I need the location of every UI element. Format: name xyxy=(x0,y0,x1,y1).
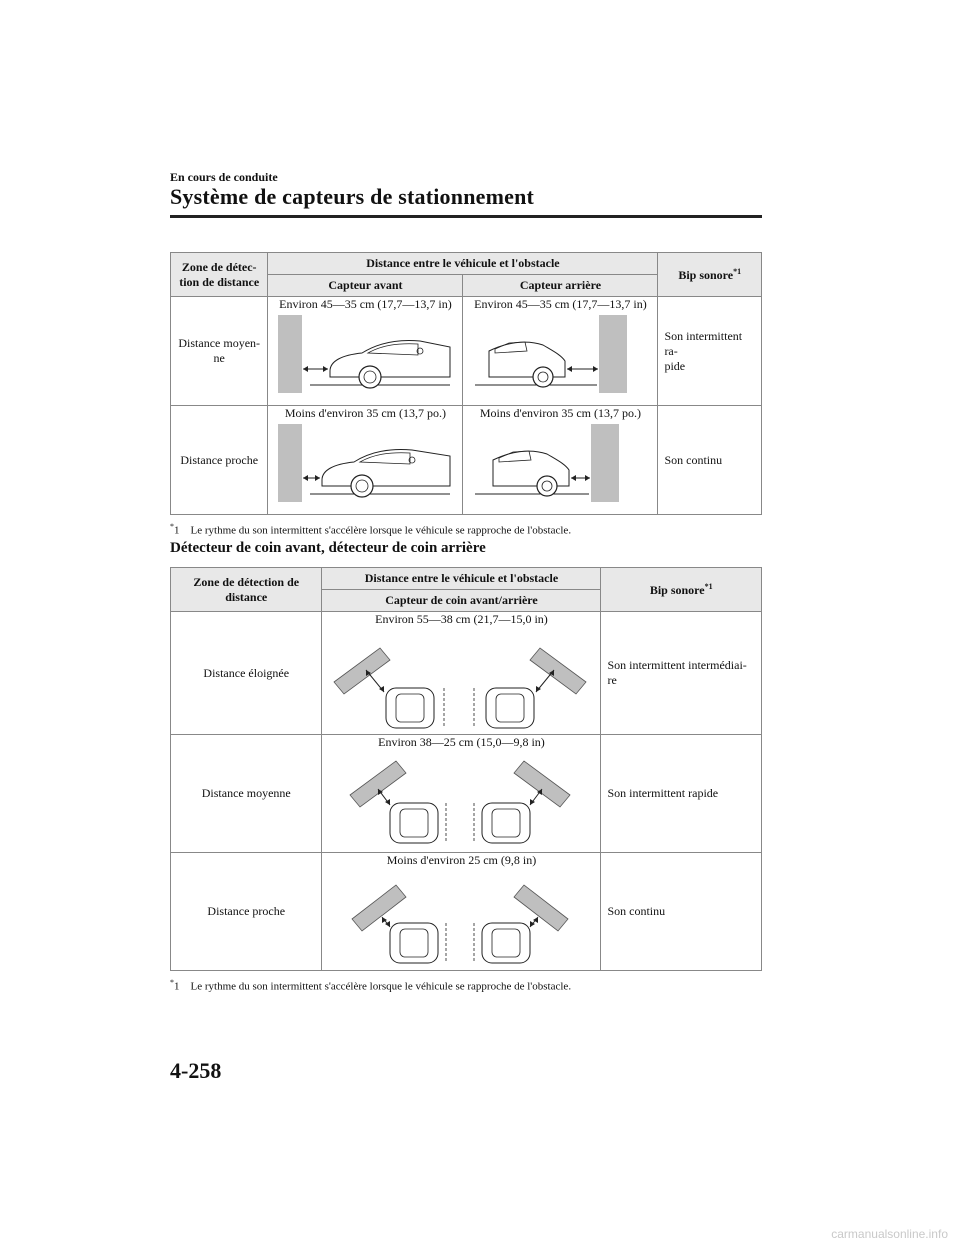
beep-header-label: Bip sonore xyxy=(678,267,734,282)
zone-cell: Distance éloignée xyxy=(169,611,323,735)
zone-header: Zone de détec- tion de distance xyxy=(169,252,269,297)
front-sensor-header: Capteur avant xyxy=(267,274,464,297)
zone-cell: Distance proche xyxy=(169,852,323,971)
range-caption: Environ 55―38 cm (21,7―15,0 in) xyxy=(375,612,548,626)
watermark: carmanualsonline.info xyxy=(831,1227,948,1241)
beep-cell: Son continu xyxy=(600,852,762,971)
table-row: Distance éloignée Environ 55―38 cm (21,7… xyxy=(169,611,762,735)
beep-cell: Son intermittent rapide xyxy=(600,734,762,853)
corner-sensor-cars-icon xyxy=(349,760,572,844)
beep-header: Bip sonore*1 xyxy=(657,252,762,297)
corner-sensor-cars-icon xyxy=(351,884,570,964)
footnote-text: 1 Le rythme du son intermittent s'accélè… xyxy=(174,980,572,993)
range-caption: Environ 38―25 cm (15,0―9,8 in) xyxy=(378,735,545,749)
page-number: 4-258 xyxy=(170,1058,222,1083)
range-caption: Moins d'environ 35 cm (13,7 po.) xyxy=(284,406,447,420)
beep-header: Bip sonore*1 xyxy=(600,567,762,612)
range-caption: Moins d'environ 35 cm (13,7 po.) xyxy=(479,406,642,420)
beep-footnote-ref: *1 xyxy=(704,581,713,591)
footnote: *1 Le rythme du son intermittent s'accél… xyxy=(170,978,571,993)
section-subheading: Détecteur de coin avant, détecteur de co… xyxy=(170,540,486,556)
zone-cell: Distance moyenne xyxy=(169,734,323,853)
range-caption: Environ 45―35 cm (17,7―13,7 in) xyxy=(474,297,647,311)
corner-sensor-header: Capteur de coin avant/arrière xyxy=(321,589,602,612)
range-caption: Moins d'environ 25 cm (9,8 in) xyxy=(386,853,537,867)
footnote-mark: * xyxy=(170,522,174,531)
page-title: Système de capteurs de stationnement xyxy=(170,184,535,209)
rear-sensor-car-icon xyxy=(475,424,620,502)
distance-header: Distance entre le véhicule et l'obstacle xyxy=(321,567,602,590)
sensor-distance-table: Zone de détec- tion de distance Distance… xyxy=(169,252,762,515)
beep-footnote-ref: *1 xyxy=(733,266,742,276)
table-row: Distance moyen- ne Environ 45―35 cm (17,… xyxy=(169,296,762,406)
front-sensor-car-icon xyxy=(278,315,451,393)
corner-sensor-cars-icon xyxy=(333,647,588,729)
corner-sensor-table: Zone de détection de distance Distance e… xyxy=(169,567,762,971)
footnote-mark: * xyxy=(170,978,174,987)
distance-header: Distance entre le véhicule et l'obstacle xyxy=(267,252,659,275)
beep-cell: Son intermittent ra- pide xyxy=(657,296,762,406)
beep-header-label: Bip sonore xyxy=(649,582,705,597)
zone-cell: Distance proche xyxy=(169,405,269,515)
beep-cell: Son continu xyxy=(657,405,762,515)
front-sensor-car-icon xyxy=(278,424,451,502)
zone-cell: Distance moyen- ne xyxy=(169,296,269,406)
footnote-text: 1 Le rythme du son intermittent s'accélè… xyxy=(174,524,572,537)
table-row: Distance proche Moins d'environ 25 cm (9… xyxy=(169,852,762,971)
table-row: Distance moyenne Environ 38―25 cm (15,0―… xyxy=(169,734,762,853)
footnote: *1 Le rythme du son intermittent s'accél… xyxy=(170,522,571,537)
table-row: Distance proche Moins d'environ 35 cm (1… xyxy=(169,405,762,515)
beep-cell: Son intermittent intermédiai- re xyxy=(600,611,762,735)
range-caption: Environ 45―35 cm (17,7―13,7 in) xyxy=(279,297,452,311)
zone-header: Zone de détection de distance xyxy=(169,567,323,612)
section-label: En cours de conduite xyxy=(170,170,278,184)
rear-sensor-header: Capteur arrière xyxy=(462,274,659,297)
title-rule xyxy=(170,215,762,218)
rear-sensor-car-icon xyxy=(475,315,628,393)
